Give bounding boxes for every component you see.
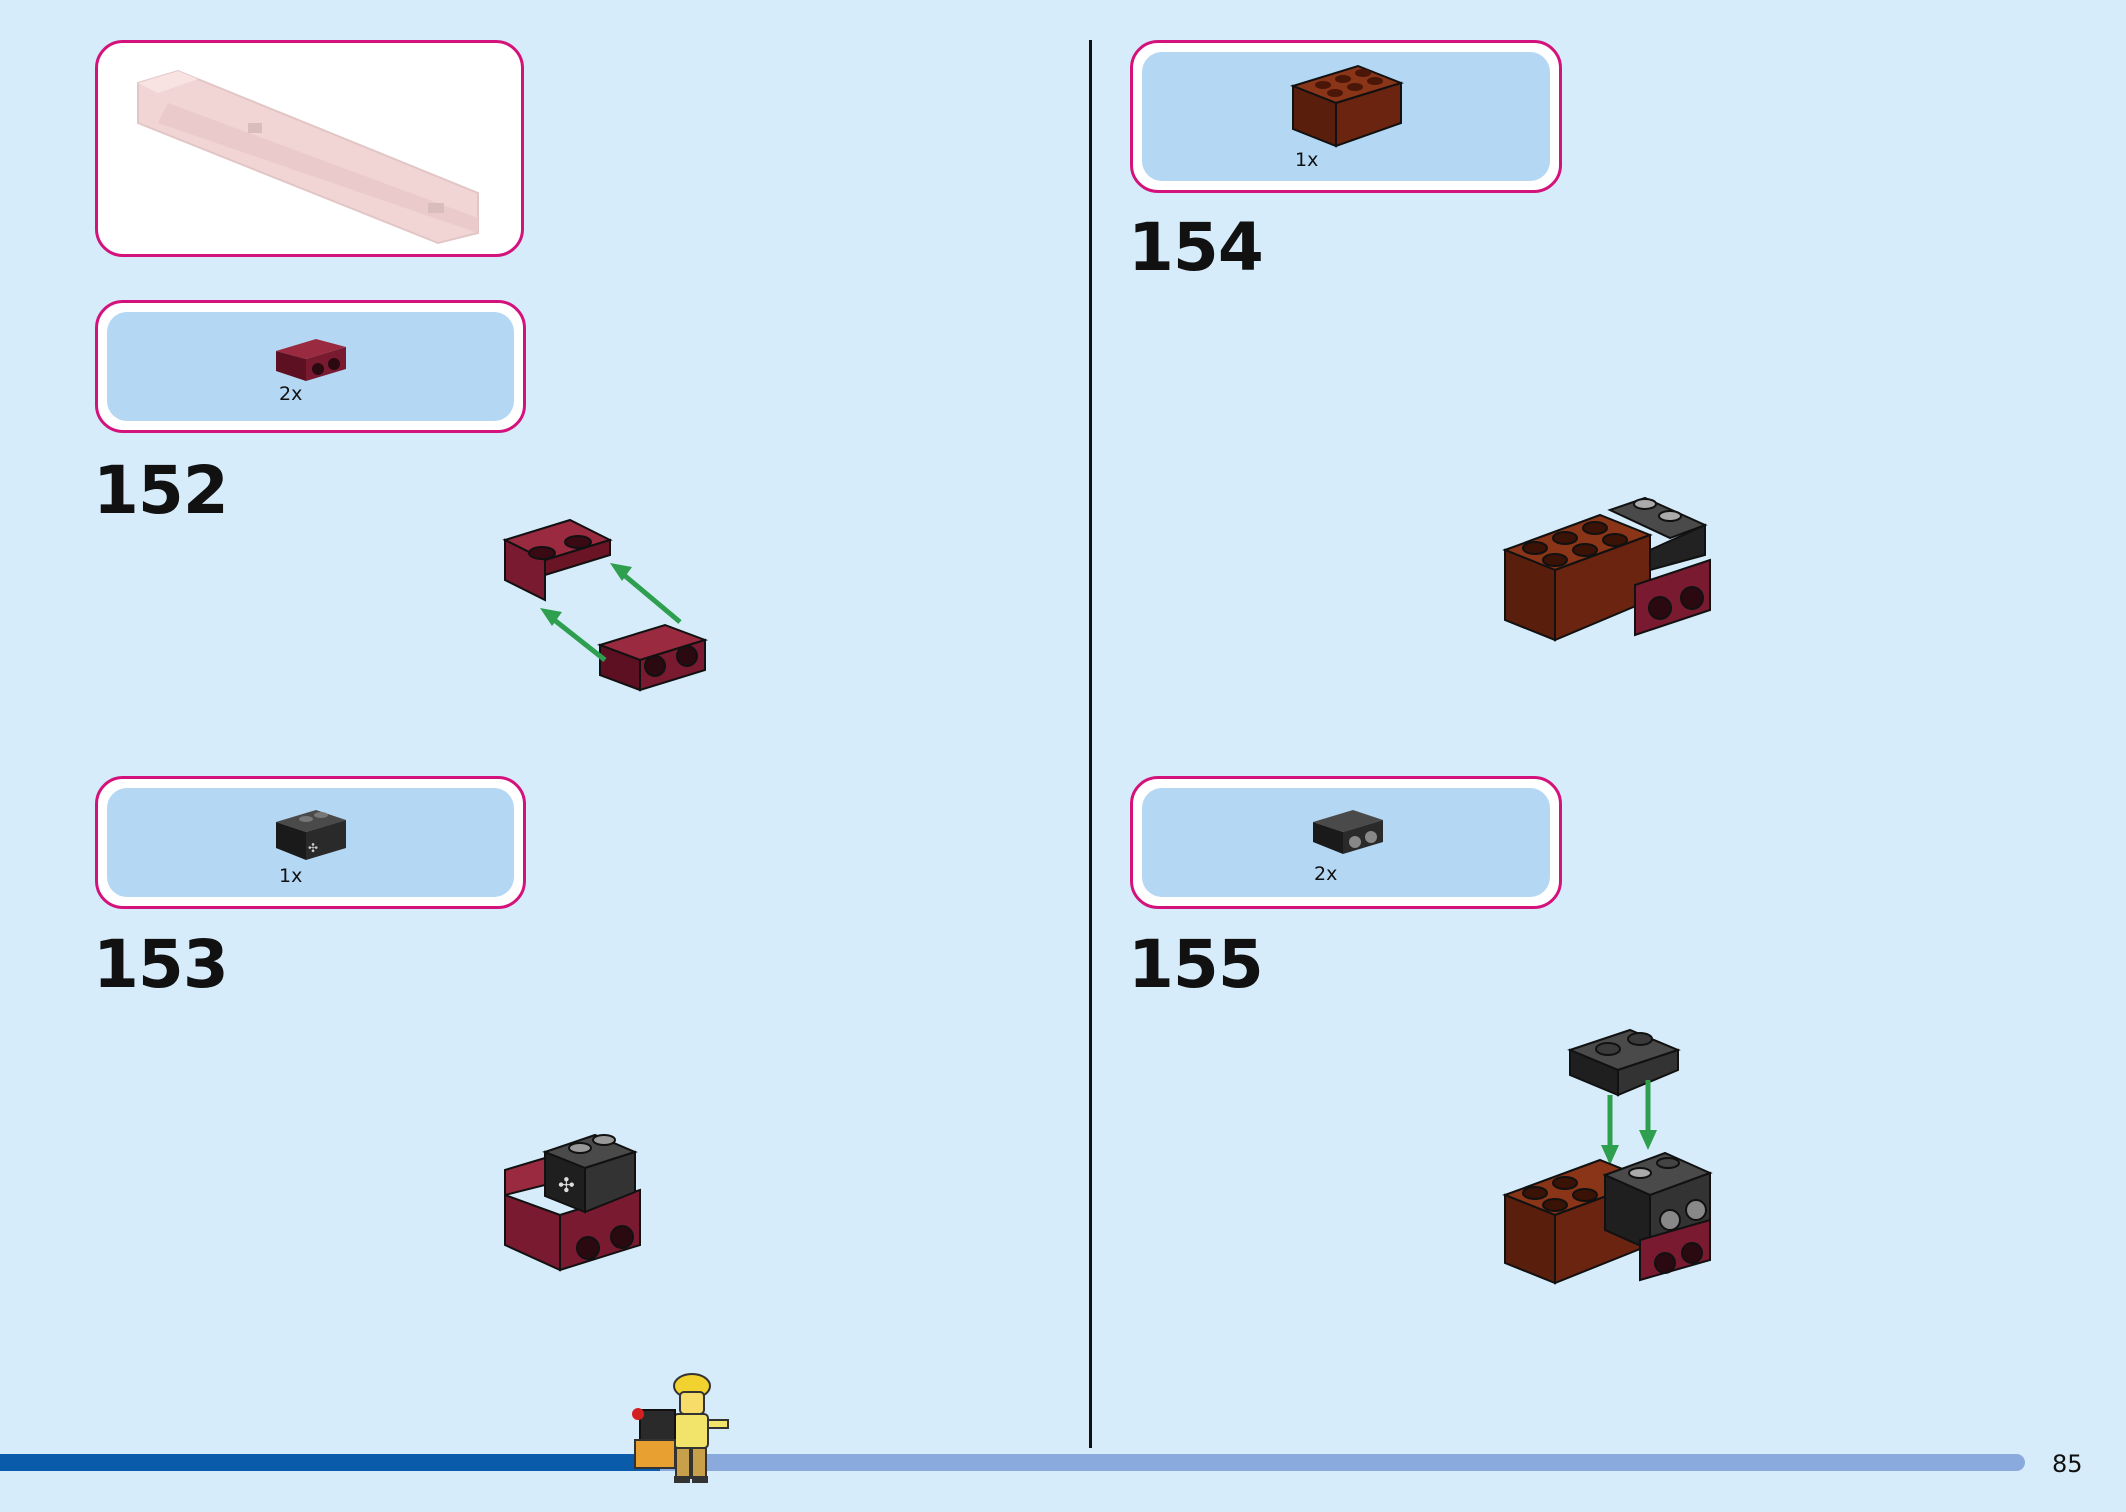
black-bracket-icon <box>1313 810 1383 854</box>
step-153-parts-qty: 1x <box>279 865 303 887</box>
svg-text:✣: ✣ <box>558 1173 575 1197</box>
step-152-parts-qty: 2x <box>279 383 303 405</box>
step-152-parts-callout: 2x <box>95 300 526 433</box>
step-153-parts-callout: ✣ 1x <box>95 776 526 909</box>
step-155-assembly-illustration <box>1502 1028 1713 1285</box>
page-number: 85 <box>2052 1450 2083 1478</box>
progress-bar-completed <box>0 1454 660 1471</box>
step-152-assembly-illustration <box>502 518 709 692</box>
step-155-parts-callout: 2x <box>1130 776 1562 909</box>
step-154-parts-callout: 1x <box>1130 40 1562 193</box>
builder-minifigure-icon <box>632 1373 729 1483</box>
step-155-number: 155 <box>1128 926 1264 1003</box>
step-154-parts-qty: 1x <box>1295 149 1319 171</box>
step-154-assembly-illustration <box>1502 496 1711 642</box>
preview-callout <box>95 40 524 257</box>
progress-bar-remaining <box>660 1454 2025 1471</box>
black-technic-brick-icon: ✣ <box>276 810 346 860</box>
step-155-parts-qty: 2x <box>1314 863 1338 885</box>
dark-red-bracket-icon <box>276 339 346 381</box>
reddish-brown-brick-2x3-icon <box>1289 64 1405 148</box>
svg-text:✣: ✣ <box>308 841 318 855</box>
column-divider <box>1089 40 1092 1448</box>
step-153-number: 153 <box>93 926 229 1003</box>
beam-assembly-preview-icon <box>137 69 479 245</box>
step-153-assembly-illustration: ✣ <box>504 1133 641 1272</box>
step-152-number: 152 <box>93 452 229 529</box>
step-154-number: 154 <box>1128 209 1264 286</box>
